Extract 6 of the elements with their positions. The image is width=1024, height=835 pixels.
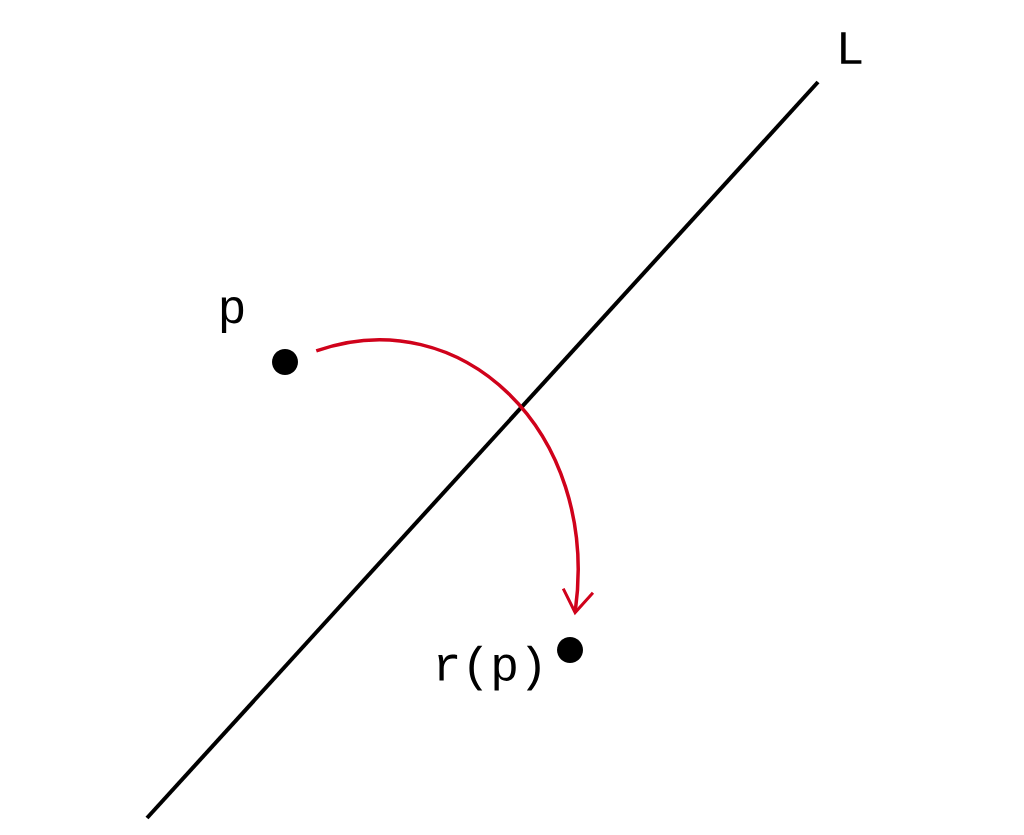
line-label: L (841, 32, 862, 64)
curved-arrow (315, 338, 595, 616)
point-label: r(p) (438, 645, 540, 691)
point-label: p (221, 297, 244, 333)
point-dot (557, 637, 583, 663)
point-dot (272, 349, 298, 375)
